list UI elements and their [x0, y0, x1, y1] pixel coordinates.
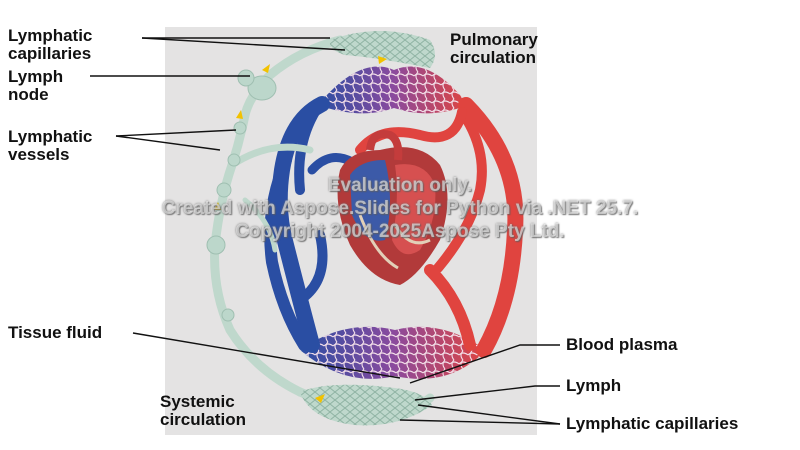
watermark-line: Evaluation only.	[327, 175, 473, 196]
label-line: circulation	[450, 48, 536, 67]
label-line: node	[8, 85, 49, 104]
label-lymph: Lymph	[566, 376, 622, 395]
label-line: Lymph	[8, 67, 64, 86]
watermark-line: Copyright 2004-2025Aspose Pty Ltd.	[235, 221, 565, 242]
label-lymphatic-capillaries-bottom: Lymphatic capillaries	[566, 414, 739, 433]
label-line: Lymphatic	[8, 26, 93, 45]
label-lymph-node: Lymph node	[8, 68, 63, 104]
label-line: Pulmonary	[450, 30, 538, 49]
label-line: Systemic	[160, 392, 235, 411]
pulmonary-capillary-bed	[318, 66, 468, 114]
watermark-line: Created with Aspose.Slides for Python vi…	[161, 198, 639, 219]
label-line: capillaries	[8, 44, 92, 63]
heart	[337, 130, 448, 285]
label-pulmonary-circulation: Pulmonary circulation	[450, 31, 538, 67]
label-line: vessels	[8, 145, 70, 164]
label-tissue-fluid: Tissue fluid	[8, 323, 103, 342]
label-lymphatic-vessels: Lymphatic vessels	[8, 128, 92, 164]
label-line: circulation	[160, 410, 246, 429]
oxygen-poor-vessels	[264, 96, 357, 353]
label-lymphatic-capillaries-top: Lymphatic capillaries	[8, 27, 92, 63]
leader-lines	[90, 37, 561, 425]
label-systemic-circulation: Systemic circulation	[160, 393, 246, 429]
lymphatic-capillaries-beds	[300, 31, 435, 426]
label-line: Lymphatic	[8, 127, 93, 146]
flow-arrows	[214, 56, 387, 403]
systemic-capillary-bed	[300, 326, 486, 379]
lymph-nodes	[206, 69, 277, 322]
label-blood-plasma: Blood plasma	[566, 335, 678, 354]
